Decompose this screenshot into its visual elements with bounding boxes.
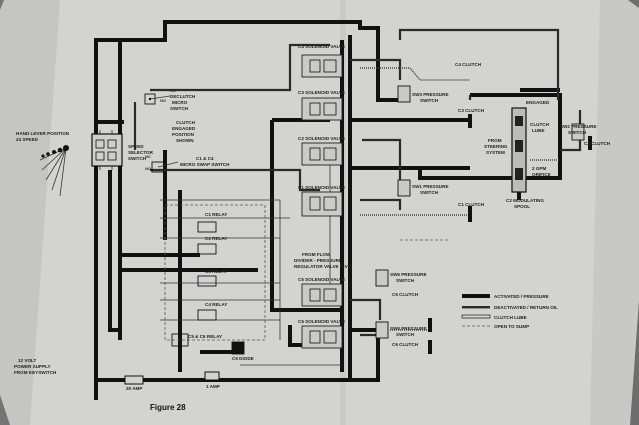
legend-lube-label: CLUTCH LUBE bbox=[494, 315, 527, 320]
sw3-label-2: SWITCH bbox=[420, 98, 439, 103]
c1-solenoid-label: C1 SOLENOID VALVE bbox=[298, 185, 345, 190]
clutch-symbols bbox=[428, 114, 592, 354]
declutch-switch bbox=[144, 93, 171, 105]
sw3-label-1: SW3 PRESSURE bbox=[412, 92, 449, 97]
c5c6-relay-label: C5 & C6 RELAY bbox=[188, 334, 222, 339]
sw1-label-1: SW1 PRESSURE bbox=[412, 184, 449, 189]
from-steering-label-1: FROM bbox=[488, 138, 502, 143]
power-label-1: 12 VOLT bbox=[18, 358, 36, 363]
legend-swatch-deactivated bbox=[462, 306, 490, 309]
clutch-engaged-label-2: ENGAGED bbox=[172, 126, 196, 131]
deactivated-lines bbox=[133, 28, 582, 337]
c1c4-label-1: C1 & C4 bbox=[196, 156, 214, 161]
c1-relay-label: C1 RELAY bbox=[205, 212, 227, 217]
sw6-label-2: SWITCH bbox=[396, 332, 415, 337]
lever-pivot bbox=[63, 145, 69, 151]
hand-lever-label-2: 24 SPEED bbox=[16, 137, 39, 142]
paper-shadow-right bbox=[590, 0, 639, 425]
fuses bbox=[124, 371, 220, 385]
relay-stack bbox=[171, 221, 245, 355]
figure-caption: Figure 28 bbox=[150, 403, 186, 412]
c3-clutch-label: C3 CLUTCH bbox=[458, 108, 485, 113]
c4-solenoid-label: C4 SOLENOID VALVE bbox=[298, 44, 345, 49]
flow-divider-label-3: REGULATOR VALVE (CV2) bbox=[294, 264, 352, 269]
fuse-1-label: 1 AMP bbox=[206, 384, 220, 389]
nc-label-bottom: NC bbox=[145, 154, 151, 159]
sump-lines bbox=[164, 204, 450, 341]
c4-clutch-label: C4 CLUTCH bbox=[455, 62, 482, 67]
sw2-label-1: SW2 PRESSURE bbox=[560, 124, 597, 129]
orifice-label-2: ORIFICE bbox=[532, 172, 551, 177]
speed-selector-label-1: SPEED bbox=[128, 144, 144, 149]
c6-diode-label: C6 DIODE bbox=[232, 356, 254, 361]
sw5-label-1: SW5 PRESSURE bbox=[390, 272, 427, 277]
hand-lever-label-1: HAND LEVER POSITION bbox=[16, 131, 70, 136]
lever-dot-2 bbox=[52, 150, 56, 154]
power-label-2: POWER SUPPLY bbox=[14, 364, 51, 369]
hand-lever-fan bbox=[39, 145, 69, 197]
sw2-label-2: SWITCH bbox=[568, 130, 587, 135]
clutch-engaged-label-1: CLUTCH bbox=[176, 120, 196, 125]
from-steering-label-3: SYSTEM bbox=[486, 150, 505, 155]
legend-sump-label: OPEN TO SUMP bbox=[494, 324, 529, 329]
speed-selector-switch bbox=[91, 130, 123, 170]
sw5-label-2: SWITCH bbox=[396, 278, 415, 283]
sw6-label-1: SW6 PRESSURE bbox=[390, 326, 427, 331]
legend-swatch-activated bbox=[462, 294, 490, 298]
c1c4-label-2: MICRO SWAP SWITCH bbox=[180, 162, 230, 167]
declutch-label-1: DECLUTCH bbox=[170, 94, 196, 99]
lever-dot-3 bbox=[46, 152, 50, 156]
c5-clutch-label: C5 CLUTCH bbox=[392, 292, 419, 297]
flow-divider-label-1: FROM FLOW bbox=[302, 252, 331, 257]
flow-divider-label-2: DIVIDER - PRESSURE bbox=[294, 258, 342, 263]
nc-label-top: NC bbox=[170, 88, 176, 93]
legend-deactivated-label: DEACTIVATED / RETURN OIL bbox=[494, 305, 558, 310]
c1c4-micro-switch bbox=[151, 161, 179, 173]
speed-selector-label-3: SWITCH bbox=[128, 156, 147, 161]
c2-clutch-label: C2 CLUTCH bbox=[584, 141, 611, 146]
c2-modulating-spool bbox=[511, 107, 527, 200]
pressure-switches bbox=[375, 85, 585, 339]
declutch-label-2: MICRO bbox=[172, 100, 188, 105]
legend-activated-label: ACTIVATED / PRESSURE bbox=[494, 294, 549, 299]
clutch-lube-label-2: LUBE bbox=[532, 128, 545, 133]
lever-dot-4 bbox=[41, 154, 45, 158]
from-steering-label-2: STEERING bbox=[484, 144, 508, 149]
c6-clutch-label: C6 CLUTCH bbox=[392, 342, 419, 347]
solenoid-stack bbox=[301, 54, 343, 349]
spool-label-2: SPOOL bbox=[514, 204, 530, 209]
c5-solenoid-label: C5 SOLENOID VALVE bbox=[298, 277, 345, 282]
power-label-3: FROM KEYSWITCH bbox=[14, 370, 57, 375]
legend-swatch-lube bbox=[461, 314, 491, 319]
c2-solenoid-label: C2 SOLENOID VALVE bbox=[298, 136, 345, 141]
spool-label-1: C2 MODULATING bbox=[506, 198, 544, 203]
engaged-label: ENGAGED bbox=[526, 100, 550, 105]
declutch-label-3: SWITCH bbox=[170, 106, 189, 111]
legend: ACTIVATED / PRESSURE DEACTIVATED / RETUR… bbox=[461, 294, 558, 329]
clutch-engaged-label-3: POSITION bbox=[172, 132, 195, 137]
lube-lines bbox=[360, 67, 560, 331]
clutch-lube-label-1: CLUTCH bbox=[530, 122, 550, 127]
lever-dot-1 bbox=[57, 147, 63, 153]
no-label-top: NO bbox=[160, 98, 166, 103]
c6-solenoid-label: C6 SOLENOID VALVE bbox=[298, 319, 345, 324]
no-label-bottom: NO bbox=[145, 166, 151, 171]
c3-relay-label: C3 RELAY bbox=[205, 269, 227, 274]
paper-shadow-left bbox=[0, 0, 60, 425]
speed-selector-label-2: SELECTOR bbox=[128, 150, 154, 155]
c2-relay-label: C2 RELAY bbox=[205, 236, 227, 241]
sw1-label-2: SWITCH bbox=[420, 190, 439, 195]
orifice-label-1: 2 GPM bbox=[532, 166, 546, 171]
clutch-engaged-label-4: SHOWN bbox=[176, 138, 194, 143]
c1-clutch-label: C1 CLUTCH bbox=[458, 202, 485, 207]
fuse-20-label: 20 AMP bbox=[126, 386, 142, 391]
c4-relay-label: C4 RELAY bbox=[205, 302, 227, 307]
c3-solenoid-label: C3 SOLENOID VALVE bbox=[298, 90, 345, 95]
